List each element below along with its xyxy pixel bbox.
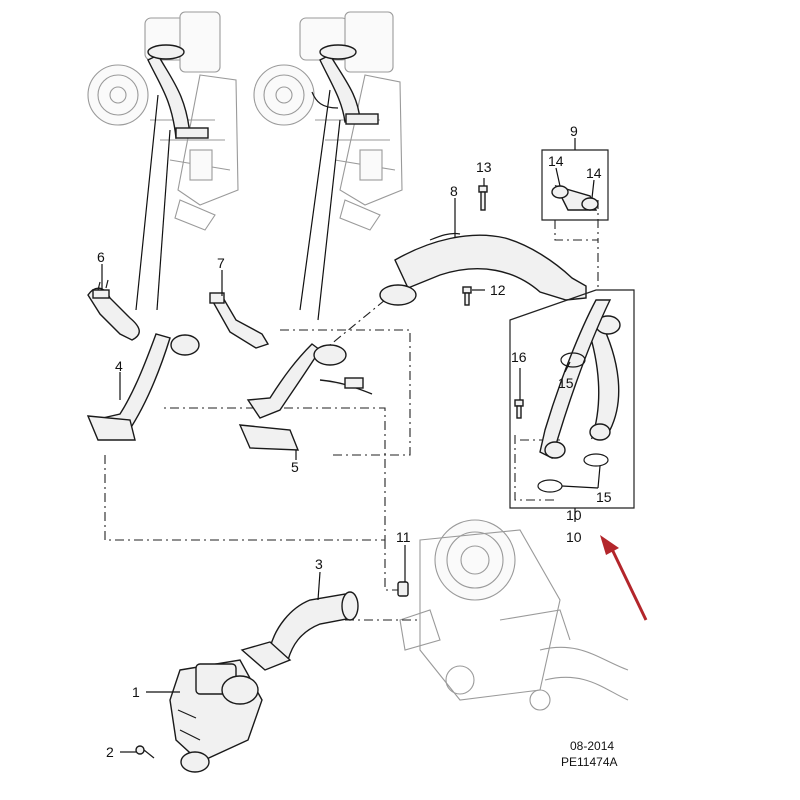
callout-8: 8 xyxy=(450,183,458,199)
installed-hose-middle xyxy=(311,44,379,125)
callout-5: 5 xyxy=(291,459,299,475)
leader-lines xyxy=(135,89,341,321)
footer-ref: PE11474A xyxy=(561,755,618,769)
part-2-screw xyxy=(135,745,155,759)
part-6-hose xyxy=(87,279,140,341)
red-indicator-arrow xyxy=(600,535,648,621)
part-3-hose xyxy=(240,591,359,671)
part-8-pipe xyxy=(379,232,587,306)
footer-date: 08-2014 xyxy=(570,739,614,753)
callout-16: 16 xyxy=(511,349,527,365)
callout-10-label: 10 xyxy=(566,529,582,545)
callout-14-right: 14 xyxy=(586,165,602,181)
part-4-hose xyxy=(86,333,200,441)
engine-context-lower-right xyxy=(399,519,629,711)
part-12-bolt xyxy=(462,286,472,306)
part-13-bolt xyxy=(478,185,488,211)
callout-12: 12 xyxy=(490,282,506,298)
callout-11: 11 xyxy=(396,529,411,545)
callout-leaders xyxy=(101,138,601,753)
part-5-hose xyxy=(238,343,373,451)
callout-4: 4 xyxy=(115,358,123,374)
part-7-pipe xyxy=(209,292,270,349)
installed-hose-left xyxy=(147,44,209,139)
part-9-hose-with-clips xyxy=(551,184,599,211)
callout-14-left: 14 xyxy=(548,153,564,169)
callout-6: 6 xyxy=(97,249,105,265)
callout-1: 1 xyxy=(132,684,140,700)
part-16-bolt xyxy=(514,399,524,419)
callout-10-box: 10 xyxy=(566,507,582,523)
engine-context-left xyxy=(87,11,239,231)
part-9-group-box xyxy=(541,149,609,221)
callout-15-lower: 15 xyxy=(596,489,612,505)
part-1-housing xyxy=(169,659,263,773)
callout-9: 9 xyxy=(570,123,578,139)
engine-context-middle xyxy=(253,11,403,231)
callout-3: 3 xyxy=(315,556,323,572)
callout-2: 2 xyxy=(106,744,114,760)
part-11-plug xyxy=(397,581,409,597)
part-10-pipe-assembly xyxy=(537,299,621,493)
callout-15-upper: 15 xyxy=(558,375,574,391)
assembly-lines xyxy=(104,200,599,621)
callout-7: 7 xyxy=(217,255,225,271)
callout-13: 13 xyxy=(476,159,492,175)
part-10-group-box xyxy=(509,289,635,509)
